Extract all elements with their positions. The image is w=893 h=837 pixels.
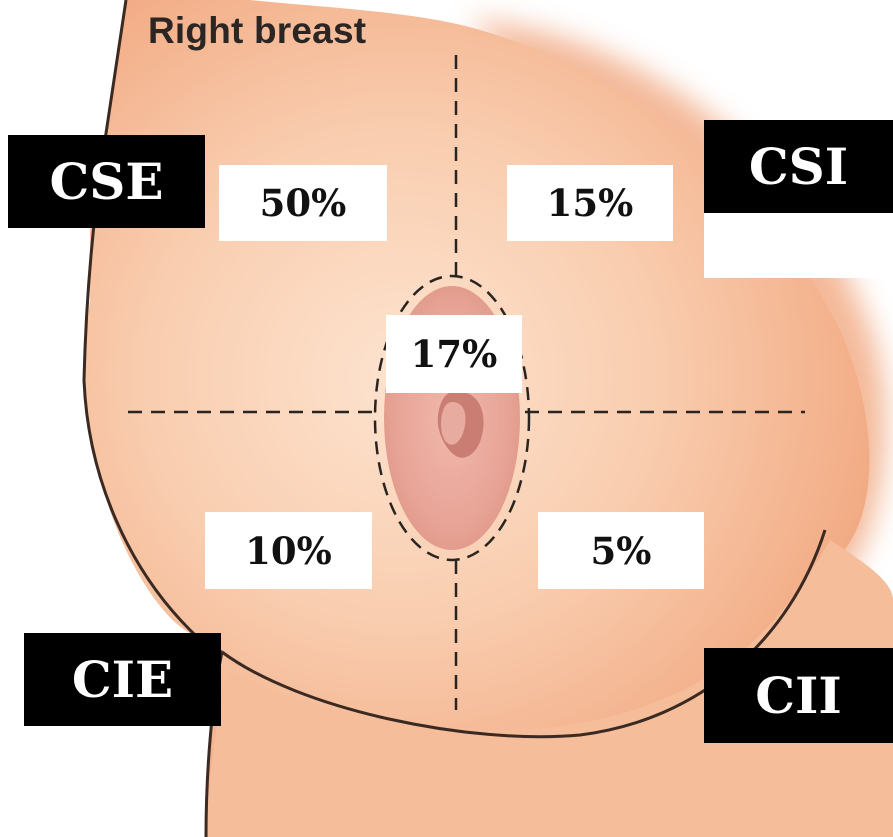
quadrant-label-cse: CSE bbox=[8, 135, 205, 228]
diagram-title: Right breast bbox=[148, 10, 366, 52]
percentage-upper-outer: 50% bbox=[219, 165, 387, 241]
percentage-lower-inner: 5% bbox=[538, 512, 704, 589]
percentage-lower-outer: 10% bbox=[205, 512, 372, 589]
quadrant-label-cie: CIE bbox=[24, 633, 221, 726]
percentage-upper-inner: 15% bbox=[507, 165, 673, 241]
quadrant-label-cii: CII bbox=[704, 648, 893, 743]
quadrant-label-csi: CSI bbox=[704, 120, 893, 213]
percentage-central: 17% bbox=[386, 315, 522, 393]
